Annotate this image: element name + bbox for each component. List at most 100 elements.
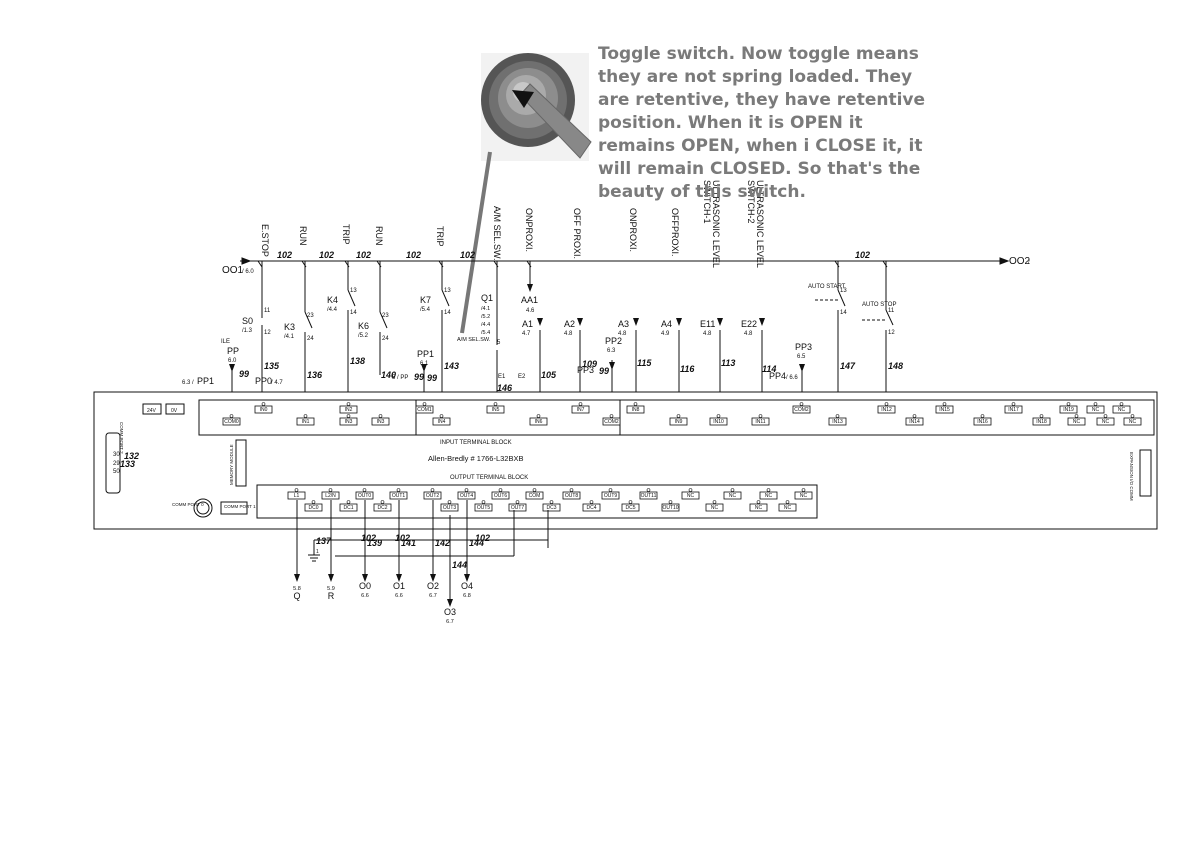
terminal-label: DC0 [308, 505, 318, 511]
device-pp3: PP3 [795, 342, 812, 352]
device-pp3-ref: 6.5 [797, 354, 806, 360]
terminal-24: 24 [382, 336, 389, 342]
device-am-sel-sw: A/M SEL.SW. [457, 337, 491, 343]
terminal-label: IN2 [345, 407, 353, 413]
terminal-label: OUT1 [392, 493, 406, 499]
wire-142: 142 [435, 538, 450, 548]
terminal-in10: IN10 [709, 414, 728, 426]
output-r-label: R [328, 591, 335, 601]
output-o0-ref: 6.6 [361, 593, 369, 599]
terminal-com0: COM0 [222, 414, 241, 426]
device-labels: S0 /1.3 11 12 K3 /4.1 23 24 K4 /4.4 13 1… [182, 284, 896, 386]
terminal-label: OUT10 [662, 505, 678, 511]
terminal-label: OUT3 [443, 505, 457, 511]
output-o4-ref: 6.8 [463, 593, 471, 599]
device-e11-ref: 4.8 [703, 331, 712, 337]
device-q1-ref-4: /5.4 [481, 330, 490, 336]
terminal-com1: COM1 [415, 402, 434, 414]
output-r-ref: 5.9 [327, 586, 335, 592]
wire-138: 138 [350, 356, 365, 366]
terminal-label: IN19 [1063, 407, 1074, 413]
wire-115: 115 [637, 358, 652, 368]
device-pp-ref: 6.0 [228, 358, 237, 364]
label-ultrasonic-2-switch: SWITCH-2 [746, 180, 756, 224]
wire-136: 136 [307, 370, 323, 380]
terminal-l2-n: L2/N [321, 488, 340, 500]
terminal-nc: NC [1086, 402, 1105, 414]
terminal-label: COM2 [794, 407, 809, 413]
terminal-label: NC [800, 493, 808, 499]
label-estop: E.STOP [260, 224, 270, 257]
terminal-label: NC [687, 493, 695, 499]
label-onproxi-1: ONPROXI. [524, 208, 534, 252]
terminal-in15: IN15 [935, 402, 954, 414]
device-pp3-b: PP3 [577, 365, 594, 375]
terminal-13: 13 [350, 288, 357, 294]
rail-labels: OO1 / 6.0 OO2 / [222, 256, 1031, 276]
terminal-com2: COM2 [792, 402, 811, 414]
annotation-callout: Toggle switch. Now toggle means they are… [598, 44, 926, 202]
device-pp: PP [227, 346, 239, 356]
terminal-label: IN1 [302, 419, 310, 425]
device-k7-ref: /5.4 [420, 307, 431, 313]
device-e22: E22 [741, 319, 757, 329]
label-ultrasonic-1: ULTRASONIC LEVEL [711, 180, 721, 268]
terminal-label: NC [1092, 407, 1100, 413]
terminal-out10: OUT10 [661, 500, 680, 512]
label-ultrasonic-2: ULTRASONIC LEVEL [755, 180, 765, 268]
terminal-14: 14 [350, 310, 357, 316]
label-trip-2: TRIP [435, 226, 445, 247]
device-auto-start: AUTO START [808, 284, 846, 290]
terminal-label: IN14 [909, 419, 920, 425]
terminal-com2: COM2 [602, 414, 621, 426]
terminal-dc2: DC2 [373, 500, 392, 512]
label-onproxi-2: ONPROXI. [628, 208, 638, 252]
terminal-label: DC2 [377, 505, 387, 511]
device-q1-ref-2: /5.2 [481, 314, 490, 320]
wire-102: 102 [395, 533, 410, 543]
terminal-label: IN10 [713, 419, 724, 425]
terminal-dc4: DC4 [582, 500, 601, 512]
wire-99: 99 [599, 366, 609, 376]
terminal-in18: IN18 [1032, 414, 1051, 426]
terminal-label: NC [711, 505, 719, 511]
top-labels: E.STOP RUN TRIP RUN TRIP A/M SEL.SW. ONP… [260, 180, 765, 268]
device-auto-stop: AUTO STOP [862, 302, 896, 308]
terminal-label: NC [1129, 419, 1137, 425]
output-terminal-block-label: OUTPUT TERMINAL BLOCK [450, 475, 528, 481]
terminal-label: NC [1073, 419, 1081, 425]
terminal-dc5: DC5 [621, 500, 640, 512]
terminal-in0: IN0 [254, 402, 273, 414]
terminal-13: 13 [840, 288, 847, 294]
label-run-1: RUN [298, 226, 308, 246]
terminal-24: 24 [307, 336, 314, 342]
terminal-12: 12 [888, 330, 895, 336]
terminal-out4: OUT4 [457, 488, 476, 500]
terminal-label: IN9 [675, 419, 683, 425]
wire-146: 146 [497, 383, 513, 393]
terminal-label: IN0 [260, 407, 268, 413]
wire-137: 137 [316, 536, 332, 546]
wire-114: 114 [762, 364, 776, 374]
terminal-dc3: DC3 [542, 500, 561, 512]
port-30: 30 [113, 452, 120, 458]
device-q1-ref-1: /4.1 [481, 306, 490, 312]
terminal-label: NC [755, 505, 763, 511]
terminal-label: IN11 [755, 419, 765, 425]
terminal-in7: IN7 [571, 402, 590, 414]
terminal-label: IN8 [632, 407, 640, 413]
terminal-nc: NC [778, 500, 797, 512]
terminal-out9: OUT9 [601, 488, 620, 500]
output-q-ref: 5.8 [293, 586, 301, 592]
wire-143: 143 [444, 361, 459, 371]
wire-140: 140 [381, 370, 396, 380]
terminal-label: IN17 [1008, 407, 1019, 413]
wire-116: 116 [680, 364, 695, 374]
output-o0-label: O0 [359, 581, 371, 591]
terminal-label: OUT6 [494, 493, 508, 499]
port-50: 50 [113, 469, 120, 475]
